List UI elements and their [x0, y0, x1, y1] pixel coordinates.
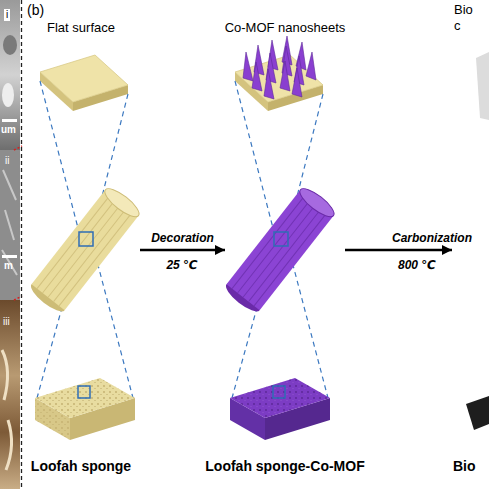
nanosheet-spikes: [243, 36, 316, 99]
stage-column: Flat surfaceLoofah sponge: [22, 8, 140, 482]
stage-name: Bio: [453, 458, 476, 475]
figure-label: (b): [27, 2, 44, 19]
arrow-label: Carbonization: [392, 231, 472, 245]
sem-texture: [2, 170, 17, 275]
process-arrow: [345, 249, 452, 252]
zoom-square: [273, 386, 285, 398]
spike: [292, 68, 302, 97]
figure-label: iii: [3, 316, 10, 328]
arrow-label: Decoration: [151, 231, 214, 245]
slab-top: [40, 55, 128, 102]
scale-bar: [2, 255, 17, 258]
photo-texture: [2, 350, 12, 470]
stage-heading: Flat surface: [47, 20, 115, 36]
figure-label: 800 ℃: [398, 258, 436, 272]
mof-block: [230, 378, 330, 440]
flat-slab: [40, 55, 128, 111]
stage-name: Loofah sponge: [31, 458, 131, 475]
nanosheet-slab: [235, 36, 323, 111]
stage-column: Co-MOF nanosheetsLoofah sponge-Co-MOF: [225, 8, 345, 482]
mof-fiber: [222, 184, 338, 315]
dashed-line: [40, 81, 79, 232]
fiber-stripes: [37, 194, 133, 306]
spike: [280, 61, 290, 91]
spike: [264, 69, 274, 99]
figure-label: m: [4, 260, 13, 272]
zoom-mark: [14, 296, 22, 300]
sem-strip: [0, 0, 22, 489]
zoom-square: [274, 232, 288, 246]
sem-image: [0, 150, 20, 300]
block-texture: [35, 398, 70, 440]
panel-border: [21, 0, 22, 489]
carbon-sheet: [476, 52, 489, 120]
dashed-line: [235, 81, 274, 232]
sponge-block: [35, 378, 135, 440]
figure-label: 25 ℃: [166, 258, 197, 272]
block-top: [230, 378, 330, 418]
sem-texture: [2, 83, 14, 107]
figure-label: um: [1, 124, 16, 136]
fiber-end: [101, 184, 143, 221]
zoom-square: [78, 386, 90, 398]
fiber-end: [296, 184, 338, 221]
fiber-stripes: [232, 194, 328, 306]
scale-bar: [2, 119, 17, 122]
sem-image: [0, 0, 20, 150]
block-texture: [230, 378, 330, 418]
zoom-mark: [14, 146, 22, 150]
stage-name: Loofah sponge-Co-MOF: [205, 458, 364, 475]
figure-label: ii: [5, 155, 9, 167]
figure-label: i: [4, 9, 10, 21]
dashed-line: [93, 246, 133, 398]
spike: [243, 52, 253, 81]
dashed-line: [288, 246, 328, 398]
zoom-square: [79, 232, 93, 246]
process-arrow: [140, 249, 225, 252]
sem-texture: [3, 35, 17, 55]
stage-heading: Bio c: [454, 2, 480, 33]
stage-heading: Co-MOF nanosheets: [225, 20, 346, 36]
photo: [0, 300, 20, 489]
loofah-fiber: [27, 184, 143, 315]
carbon-block: [466, 396, 489, 430]
spike: [306, 52, 316, 80]
spike: [252, 62, 262, 91]
